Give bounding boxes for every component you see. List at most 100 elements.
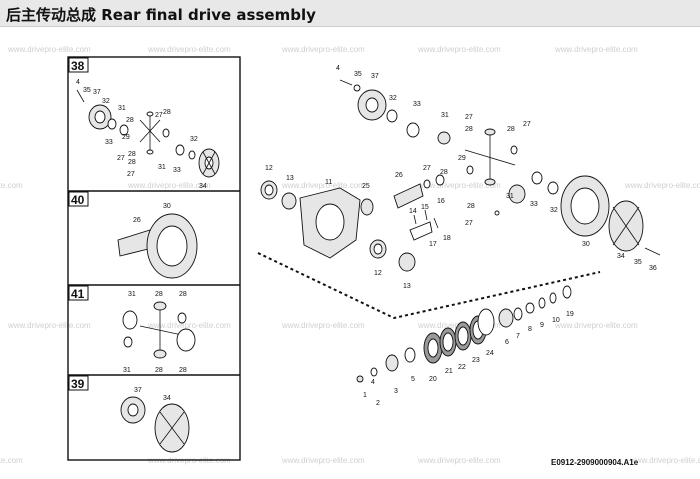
svg-text:12: 12 (374, 270, 382, 277)
panel-39-parts: 37 34 (120, 387, 190, 453)
svg-text:32: 32 (389, 95, 397, 102)
svg-text:9: 9 (540, 322, 544, 329)
svg-text:33: 33 (413, 101, 421, 108)
svg-text:27: 27 (127, 171, 135, 178)
detail-panel-stack: 38 40 41 39 (67, 56, 241, 461)
watermark-text: www.drivepro-elite.com (127, 181, 211, 190)
watermark-text: www.drivepro-elite.com (147, 321, 231, 330)
svg-text:26: 26 (395, 172, 403, 179)
svg-text:30: 30 (582, 241, 590, 248)
watermark-text: www.drivepro-elite.com (7, 45, 91, 54)
svg-text:4: 4 (76, 79, 80, 86)
svg-text:34: 34 (617, 253, 625, 260)
svg-text:5: 5 (411, 376, 415, 383)
watermark-text: www.drivepro-elite.com (281, 321, 365, 330)
watermark-text: www.drivepro-elite.com (281, 456, 365, 465)
svg-text:30: 30 (163, 203, 171, 210)
svg-text:35: 35 (83, 87, 91, 94)
svg-text:7: 7 (516, 333, 520, 340)
svg-text:20: 20 (429, 376, 437, 383)
svg-text:35: 35 (354, 71, 362, 78)
svg-text:35: 35 (634, 259, 642, 266)
svg-text:11: 11 (325, 179, 332, 186)
svg-text:37: 37 (371, 73, 379, 80)
svg-text:28: 28 (128, 151, 136, 158)
svg-text:27: 27 (523, 121, 531, 128)
svg-text:31: 31 (118, 105, 126, 112)
svg-text:28: 28 (467, 203, 475, 210)
watermark-text: www.drivepro-elite.com (417, 45, 501, 54)
page-title: 后主传动总成 Rear final drive assembly (6, 6, 316, 24)
svg-text:27: 27 (465, 114, 473, 121)
svg-text:29: 29 (122, 134, 130, 141)
svg-text:34: 34 (163, 395, 171, 402)
svg-text:1: 1 (363, 392, 367, 399)
svg-text:28: 28 (128, 159, 136, 166)
svg-text:6: 6 (505, 339, 509, 346)
svg-text:19: 19 (566, 311, 574, 318)
svg-text:23: 23 (472, 357, 480, 364)
svg-text:31: 31 (506, 193, 514, 200)
panel-41-parts: 31 28 28 31 28 28 (122, 291, 196, 374)
panel-id: 39 (71, 377, 85, 391)
svg-text:15: 15 (421, 204, 429, 211)
svg-text:4: 4 (336, 65, 340, 72)
watermark-text: www.drivepro-elite.com (281, 181, 365, 190)
svg-text:27: 27 (465, 220, 473, 227)
svg-text:12: 12 (265, 165, 273, 172)
svg-text:13: 13 (403, 283, 411, 290)
svg-text:33: 33 (173, 167, 181, 174)
panel-38-parts: 4 35 37 32 31 28 27 28 29 33 27 28 28 27… (76, 79, 220, 190)
svg-text:37: 37 (134, 387, 142, 394)
panel-40-parts: 30 26 (117, 203, 198, 279)
svg-text:8: 8 (528, 326, 532, 333)
svg-text:13: 13 (286, 175, 294, 182)
svg-text:28: 28 (163, 109, 171, 116)
watermark-text: www.drivepro-elite.com (417, 456, 501, 465)
svg-text:31: 31 (123, 367, 131, 374)
svg-text:18: 18 (443, 235, 451, 242)
svg-text:28: 28 (126, 117, 134, 124)
svg-text:31: 31 (158, 164, 166, 171)
panel-id: 40 (71, 193, 85, 207)
svg-text:27: 27 (423, 165, 431, 172)
svg-text:28: 28 (155, 367, 163, 374)
svg-text:33: 33 (530, 201, 538, 208)
watermark-text: www.drivepro-elite.com (281, 45, 365, 54)
watermark-layer: www.drivepro-elite.com www.drivepro-elit… (0, 45, 700, 465)
svg-text:24: 24 (486, 350, 494, 357)
watermark-text: www.drivepro-elite.com (554, 45, 638, 54)
svg-text:3: 3 (394, 388, 398, 395)
watermark-text: www.drivepro-elite.com (147, 45, 231, 54)
svg-text:33: 33 (105, 139, 113, 146)
watermark-text: www.drivepro-elite.com (629, 456, 700, 465)
watermark-text: www.drivepro-elite.com (7, 321, 91, 330)
svg-text:28: 28 (155, 291, 163, 298)
panel-id: 41 (71, 287, 85, 301)
watermark-text: www.drivepro-elite.com (624, 181, 700, 190)
watermark-text: www.drivepro-elite.com (0, 181, 23, 190)
svg-text:31: 31 (128, 291, 136, 298)
svg-text:10: 10 (552, 317, 560, 324)
svg-text:17: 17 (429, 241, 437, 248)
svg-text:27: 27 (117, 155, 125, 162)
svg-text:4: 4 (371, 379, 375, 386)
svg-text:25: 25 (362, 183, 370, 190)
svg-text:34: 34 (199, 183, 207, 190)
svg-text:26: 26 (133, 217, 141, 224)
svg-text:28: 28 (507, 126, 515, 133)
svg-text:32: 32 (550, 207, 558, 214)
svg-text:28: 28 (179, 367, 187, 374)
svg-text:16: 16 (437, 198, 445, 205)
svg-text:28: 28 (179, 291, 187, 298)
svg-text:32: 32 (190, 136, 198, 143)
svg-text:29: 29 (458, 155, 466, 162)
svg-text:28: 28 (465, 126, 473, 133)
watermark-text: www.drivepro-elite.com (417, 181, 501, 190)
panel-id: 38 (71, 59, 85, 73)
main-exploded-view: 4 35 37 32 33 31 27 28 28 27 29 26 25 27… (257, 65, 661, 467)
svg-text:22: 22 (458, 364, 466, 371)
svg-text:2: 2 (376, 400, 380, 407)
watermark-text: www.drivepro-elite.com (554, 321, 638, 330)
